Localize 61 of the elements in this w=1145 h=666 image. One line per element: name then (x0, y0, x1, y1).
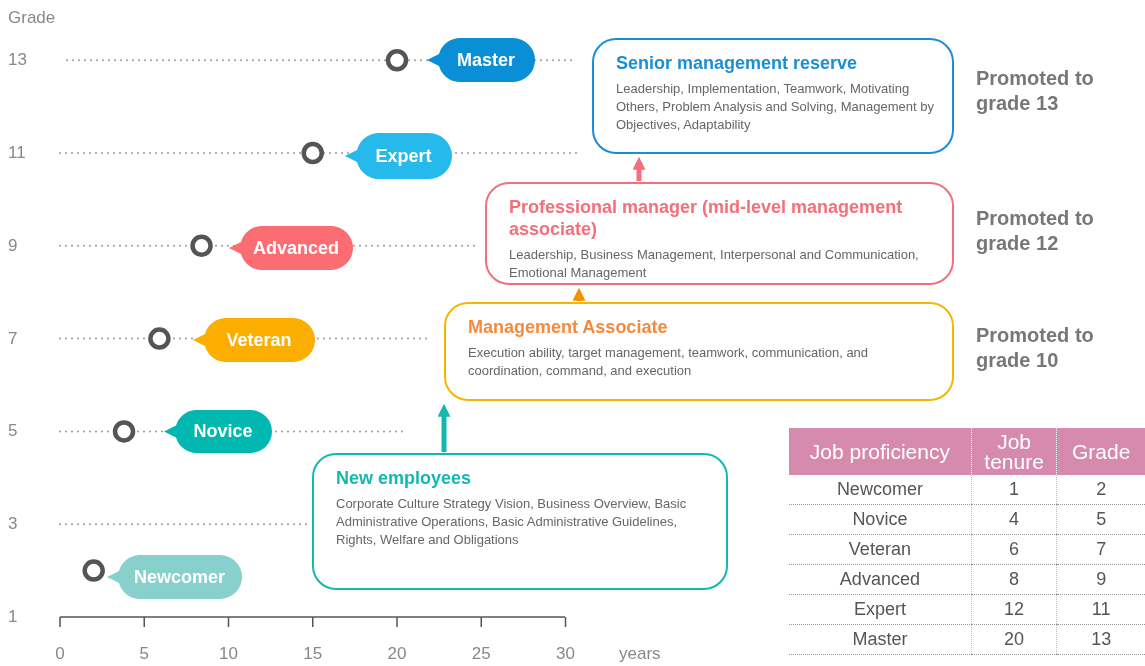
table-cell: 13 (1056, 624, 1145, 655)
box-heading: Management Associate (468, 316, 668, 338)
axis-unit: years (619, 644, 661, 664)
table-cell: Advanced (789, 564, 972, 595)
box-heading: Senior management reserve (616, 52, 858, 74)
axis-tick-label: 25 (470, 644, 492, 664)
arrow (437, 403, 451, 452)
table-header-cell: Job tenure (971, 428, 1057, 475)
axis-tick-label: 9 (8, 235, 18, 256)
axis-tick-label: 5 (8, 421, 18, 442)
box-heading: Professional manager (mid-level management associate) (509, 196, 904, 240)
rounded-box (592, 38, 954, 154)
speech-bubble: Master (427, 38, 535, 82)
axis-title: Grade (8, 8, 56, 28)
table-cell: Novice (789, 504, 972, 535)
table-cell: Newcomer (789, 475, 972, 505)
axis-tick-label: 11 (8, 143, 26, 163)
box-heading: New employees (336, 467, 472, 489)
promotion-note: Promoted to grade 13 (976, 66, 1095, 116)
axis-tick-label: 7 (8, 328, 18, 349)
table-cell: 12 (971, 594, 1057, 625)
speech-bubble: Veteran (193, 318, 315, 362)
table-cell: 4 (971, 504, 1057, 535)
promotion-note: Promoted to grade 10 (976, 323, 1095, 373)
table-cell: Expert (789, 594, 972, 625)
table-cell: Veteran (789, 534, 972, 565)
axis-tick-label: 1 (8, 607, 18, 627)
axis-tick-label: 30 (555, 644, 576, 664)
axis-tick-label: 10 (218, 644, 239, 664)
rounded-box (444, 302, 954, 401)
table-cell: 6 (971, 534, 1057, 565)
speech-bubble: Newcomer (107, 555, 242, 599)
table-cell: 9 (1056, 564, 1145, 595)
axis-tick-label: 5 (138, 644, 150, 664)
arrow (632, 156, 646, 181)
table-cell: 5 (1056, 504, 1145, 535)
speech-bubble: Novice (164, 410, 272, 453)
box-description: Leadership, Business Management, Interpersonal and Communication, Emotional Management (509, 246, 920, 282)
table-cell: Master (789, 624, 972, 655)
table-cell: 11 (1056, 594, 1145, 625)
axis-tick-label: 0 (54, 644, 66, 664)
axis-tick-label: 15 (302, 644, 324, 664)
speech-bubble: Advanced (229, 226, 353, 270)
table-cell: 8 (971, 564, 1057, 595)
rounded-box (485, 182, 954, 285)
axis-tick-label: 13 (8, 50, 27, 71)
speech-bubble: Expert (345, 133, 452, 179)
arrow (572, 287, 586, 301)
box-description: Execution ability, target management, teamwork, communication, and coordination, command, and execution (468, 344, 870, 380)
axis-tick-label: 20 (386, 644, 408, 664)
table-header-cell: Job proficiency (789, 428, 972, 475)
axis-tick-label: 3 (8, 514, 18, 535)
table-cell: 20 (971, 624, 1057, 655)
table-cell: 2 (1056, 475, 1145, 505)
box-description: Leadership, Implementation, Teamwork, Motivating Others, Problem Analysis and Solving, Management by Objectives, Adaptability (616, 80, 935, 134)
rounded-box (312, 453, 728, 590)
promotion-note: Promoted to grade 12 (976, 206, 1095, 256)
box-description: Corporate Culture Strategy Vision, Business Overview, Basic Administrative Operations, Basic Administrative Guidelines, Rights, Welfare and Obligations (336, 495, 688, 549)
table-cell: 1 (971, 475, 1057, 505)
table-cell: 7 (1056, 534, 1145, 565)
table-header-cell: Grade (1056, 428, 1145, 475)
